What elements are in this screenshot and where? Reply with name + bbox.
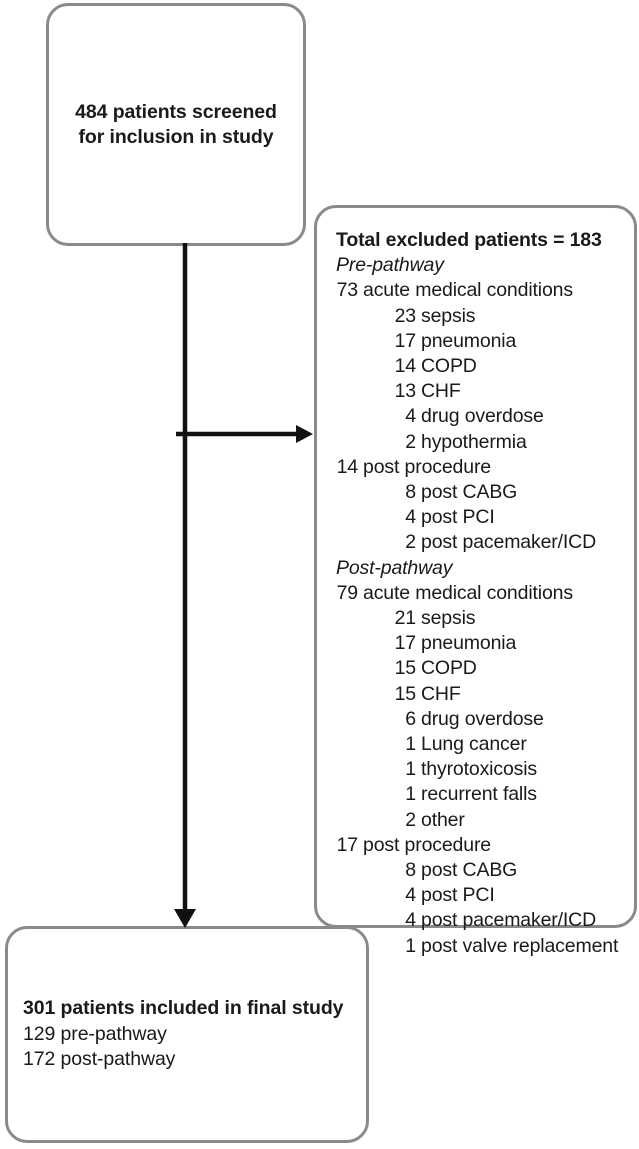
excluded-group-label: Pre-pathway bbox=[336, 254, 444, 277]
screened-box: 484 patients screened for inclusion in s… bbox=[46, 3, 306, 246]
screened-box-text: 484 patients screened for inclusion in s… bbox=[75, 100, 277, 150]
excluded-group-label: Post-pathway bbox=[336, 556, 453, 579]
excluded-item-label: drug overdose bbox=[421, 707, 544, 730]
screened-line-1: 484 patients screened bbox=[75, 100, 277, 123]
excluded-item-count: 1 bbox=[405, 733, 416, 756]
excluded-item-label: other bbox=[421, 808, 465, 831]
excluded-item-count: 1 bbox=[405, 934, 416, 957]
excluded-item-label: post PCI bbox=[421, 506, 495, 529]
excluded-item-count: 4 bbox=[405, 884, 416, 907]
included-line: 129 pre-pathway bbox=[23, 1022, 167, 1045]
excluded-item-label: post procedure bbox=[363, 833, 491, 856]
excluded-item-count: 17 bbox=[394, 329, 417, 352]
excluded-item-label: hypothermia bbox=[421, 430, 527, 453]
excluded-item-count: 2 bbox=[405, 808, 416, 831]
excluded-item-label: Lung cancer bbox=[421, 733, 527, 756]
included-title: 301 patients included in final study bbox=[23, 997, 344, 1020]
excluded-item-count: 1 bbox=[405, 783, 416, 806]
excluded-item-count: 4 bbox=[405, 405, 416, 428]
excluded-item-count: 17 bbox=[394, 632, 417, 655]
included-box: 301 patients included in final study 129… bbox=[5, 926, 369, 1143]
excluded-item-label: thyrotoxicosis bbox=[421, 758, 538, 781]
excluded-item-label: pneumonia bbox=[421, 632, 517, 655]
excluded-item-label: post CABG bbox=[421, 859, 518, 882]
excluded-item-label: post pacemaker/ICD bbox=[421, 909, 597, 932]
excluded-item-label: pneumonia bbox=[421, 329, 517, 352]
excluded-item-label: recurrent falls bbox=[421, 783, 537, 806]
excluded-item-count: 14 bbox=[336, 455, 359, 478]
excluded-item-label: acute medical conditions bbox=[363, 279, 573, 302]
excluded-item-label: post PCI bbox=[421, 884, 495, 907]
excluded-item-count: 8 bbox=[405, 859, 416, 882]
excluded-item-label: sepsis bbox=[421, 304, 476, 327]
excluded-item-label: CHF bbox=[421, 682, 461, 705]
excluded-item-label: sepsis bbox=[421, 607, 476, 630]
excluded-item-label: post pacemaker/ICD bbox=[421, 531, 597, 554]
excluded-item-count: 2 bbox=[405, 430, 416, 453]
excluded-item-count: 17 bbox=[336, 833, 359, 856]
excluded-item-count: 13 bbox=[394, 380, 417, 403]
excluded-item-count: 2 bbox=[405, 531, 416, 554]
included-line: 172 post-pathway bbox=[23, 1048, 176, 1071]
excluded-item-count: 1 bbox=[405, 758, 416, 781]
excluded-item-count: 4 bbox=[405, 909, 416, 932]
screened-line-2: for inclusion in study bbox=[78, 125, 274, 148]
excluded-item-count: 79 bbox=[336, 581, 359, 604]
excluded-title: Total excluded patients = 183 bbox=[336, 229, 602, 251]
excluded-item-count: 4 bbox=[405, 506, 416, 529]
excluded-item-count: 6 bbox=[405, 707, 416, 730]
excluded-item-count: 23 bbox=[394, 304, 417, 327]
excluded-item-label: CHF bbox=[421, 380, 461, 403]
right-arrowhead-icon bbox=[296, 425, 313, 443]
excluded-item-count: 21 bbox=[394, 607, 417, 630]
excluded-item-count: 15 bbox=[394, 657, 417, 680]
included-box-text: 301 patients included in final study 129… bbox=[23, 996, 366, 1073]
excluded-item-label: acute medical conditions bbox=[363, 581, 573, 604]
excluded-item-label: post CABG bbox=[421, 481, 518, 504]
excluded-item-count: 73 bbox=[336, 279, 359, 302]
excluded-item-label: COPD bbox=[421, 657, 477, 680]
excluded-item-label: drug overdose bbox=[421, 405, 544, 428]
excluded-item-count: 14 bbox=[394, 355, 417, 378]
excluded-item-label: post procedure bbox=[363, 455, 491, 478]
excluded-item-label: post valve replacement bbox=[421, 934, 619, 957]
excluded-item-count: 8 bbox=[405, 481, 416, 504]
excluded-item-count: 15 bbox=[394, 682, 417, 705]
excluded-item-label: COPD bbox=[421, 355, 477, 378]
